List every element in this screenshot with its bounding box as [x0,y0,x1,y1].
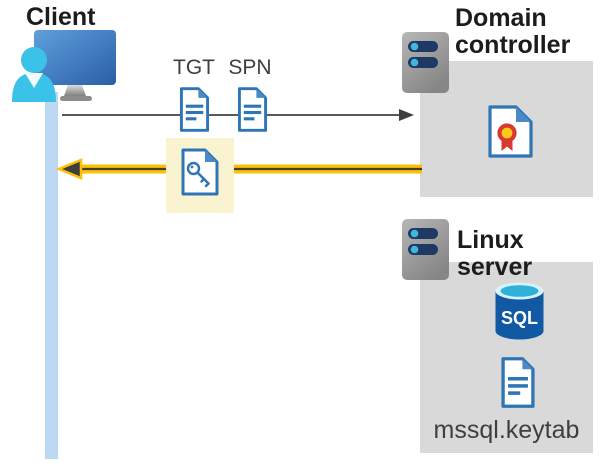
client-workstation-icon [12,30,116,102]
certificate-icon [488,105,533,158]
tgt-document-icon [179,87,210,132]
monitor-base [60,96,92,101]
tgt-label: TGT [173,56,215,79]
sql-database-icon: SQL [495,282,544,340]
keytab-document-icon [501,357,535,408]
client-lifeline [45,92,58,459]
spn-label: SPN [228,56,272,79]
service-ticket-key-icon [181,148,219,196]
monitor-icon [34,30,116,85]
sql-icon-label: SQL [501,308,538,328]
user-icon [12,47,56,102]
linux-server-label: Linux server [457,226,533,281]
domain-controller-server-icon [402,32,449,93]
monitor-stand [64,85,86,96]
request-arrow [62,109,414,121]
domain-controller-label: Domain controller [455,4,571,59]
linux-server-icon [402,219,449,280]
key-icon [186,161,210,188]
keytab-file-label: mssql.keytab [433,416,580,444]
client-label: Client [26,3,96,31]
spn-document-icon [237,87,268,132]
response-arrow [56,158,422,180]
